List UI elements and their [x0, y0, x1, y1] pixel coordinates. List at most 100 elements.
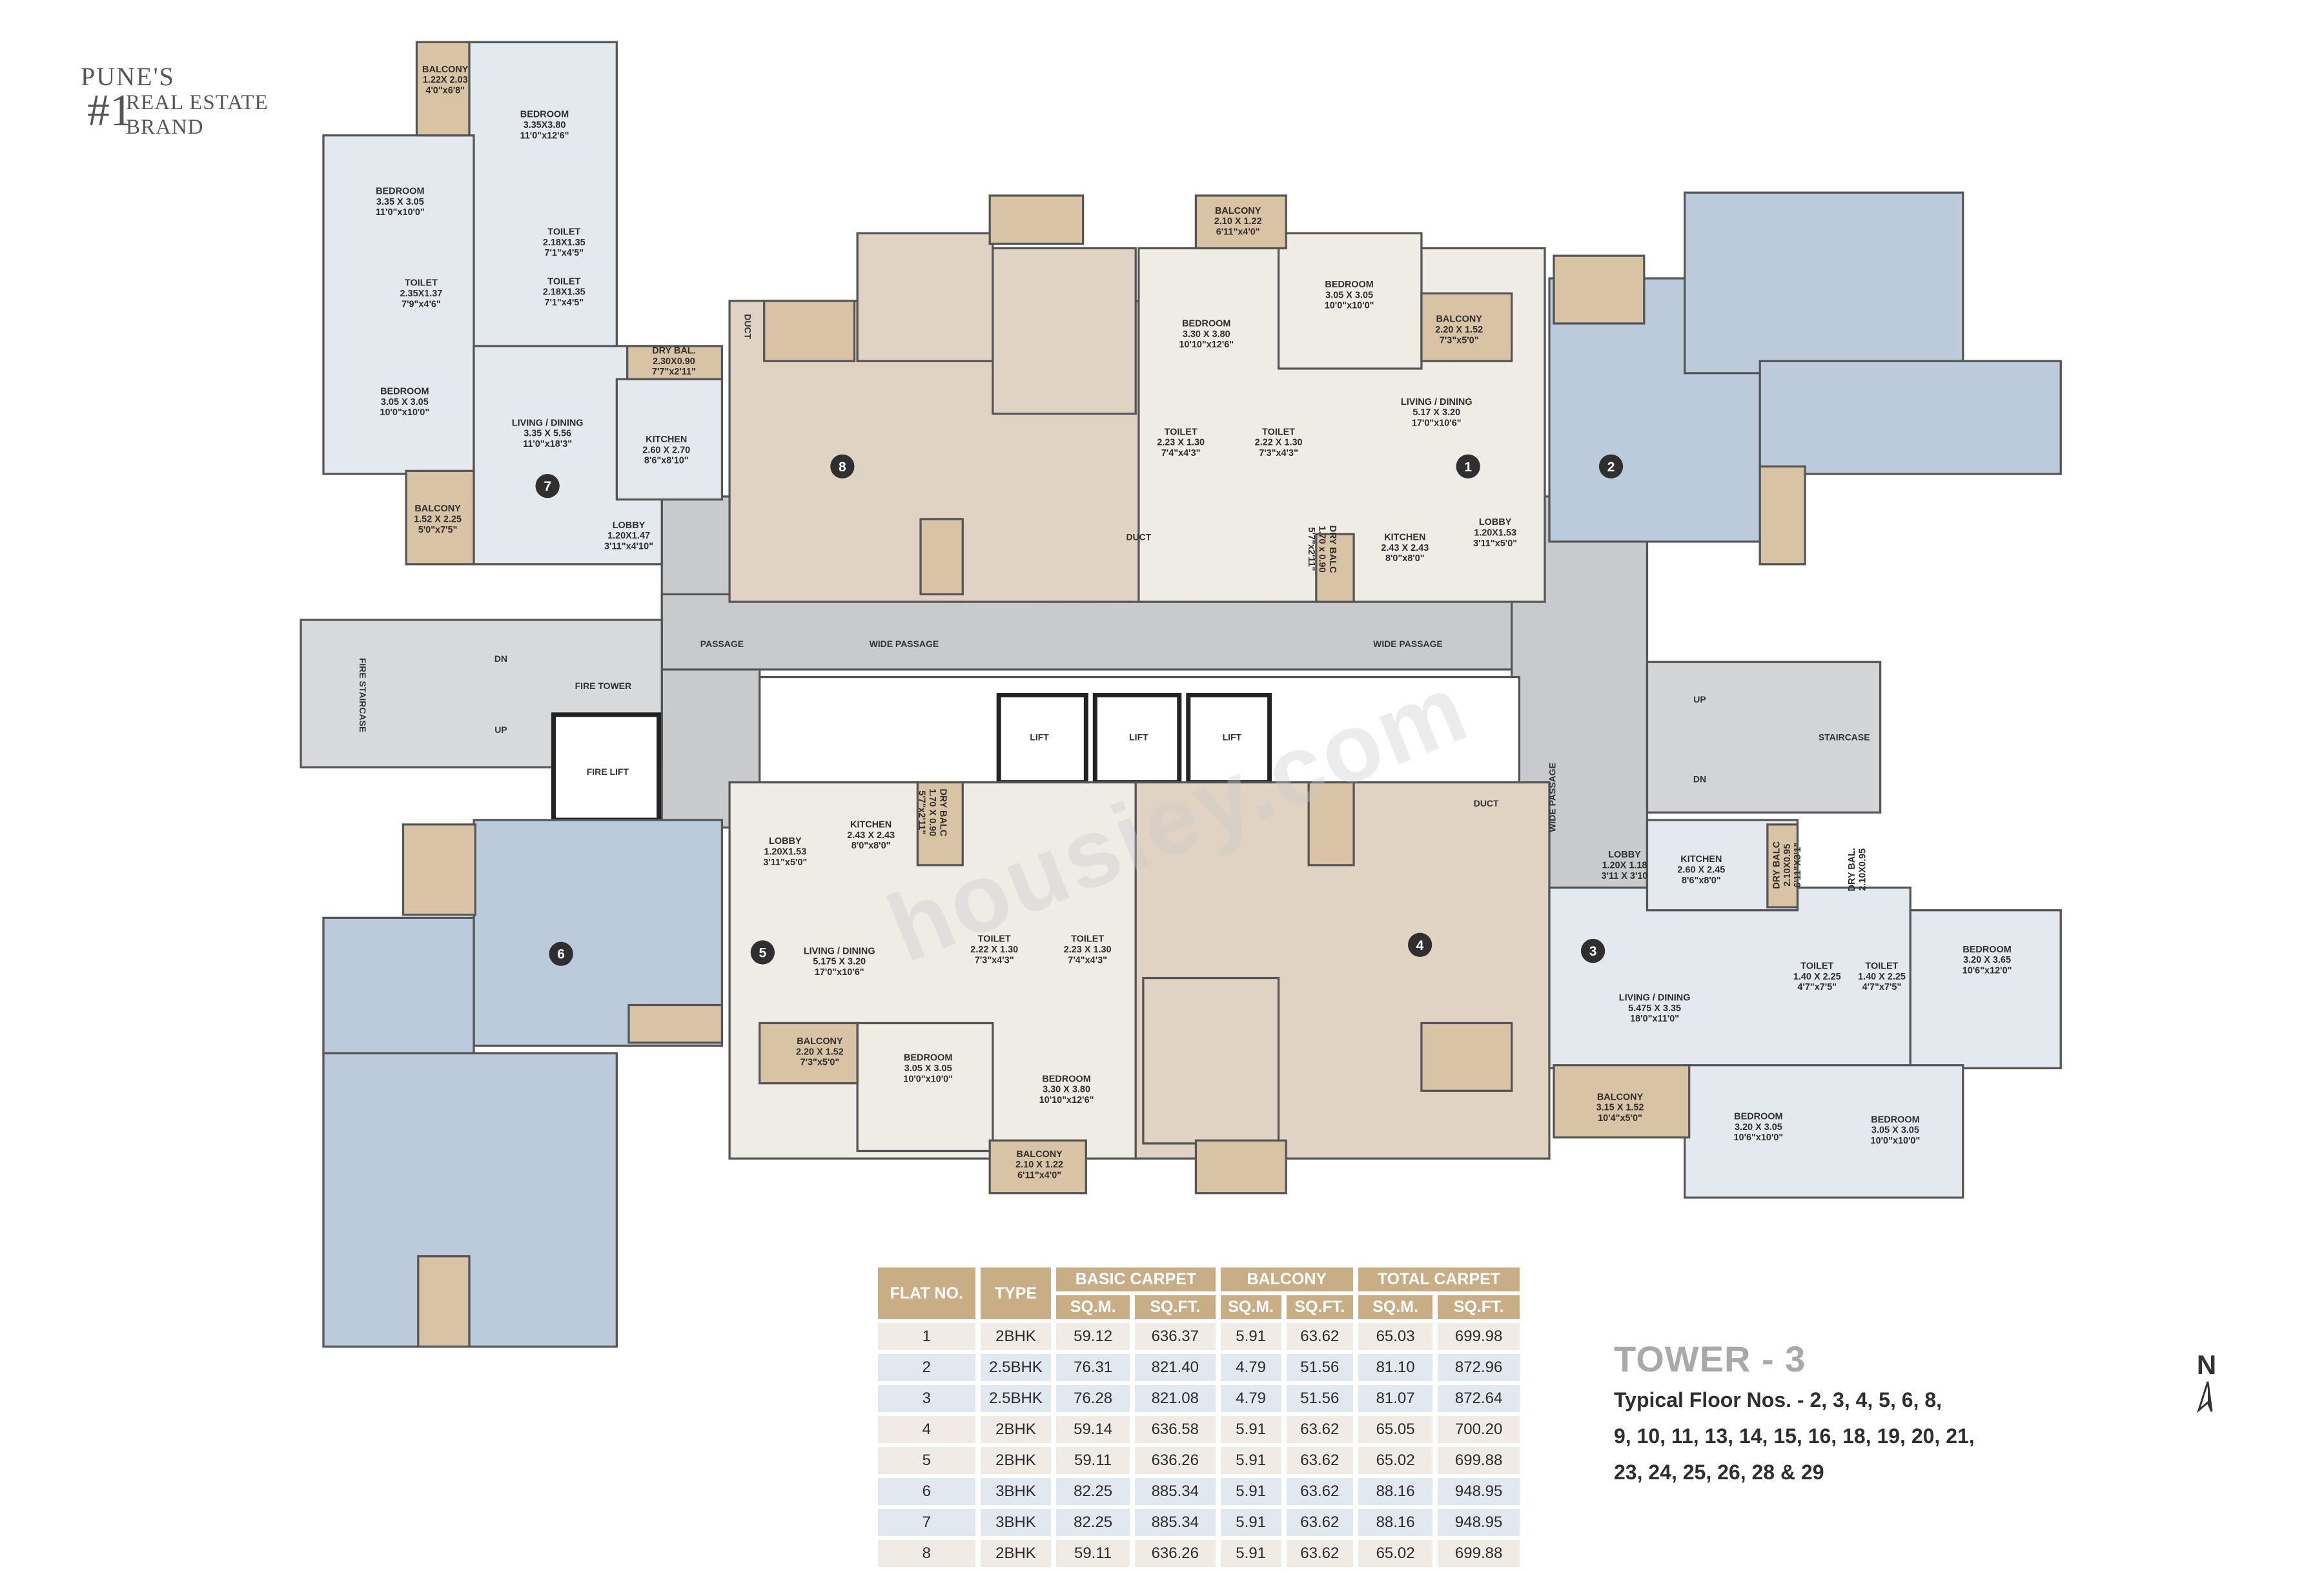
room-size-imperial: 18'0"x11'0" — [1630, 1014, 1679, 1024]
flat-3-living — [1548, 887, 1911, 1069]
room-size-imperial: 3'11"x4'10" — [604, 541, 653, 551]
area-label-fire-lift: FIRE LIFT — [587, 766, 629, 777]
cell-total-sqm: 88.16 — [1358, 1478, 1433, 1505]
north-indicator: N — [2194, 1350, 2219, 1416]
cell-basic-sqm: 76.28 — [1056, 1385, 1130, 1412]
room-name: DRY BAL. — [1847, 848, 1857, 891]
cell-type: 2.5BHK — [980, 1354, 1052, 1381]
flat-number-badge: 2 — [1598, 454, 1624, 478]
room-size-imperial: 3'11"x5'0" — [763, 857, 807, 868]
cell-flat: 7 — [878, 1509, 975, 1536]
room-size-imperial: 11'0"x10'0" — [376, 207, 425, 218]
room-name: BEDROOM — [1182, 319, 1230, 329]
brand-mark: #1 — [87, 86, 132, 136]
flat-number: 2 — [1607, 460, 1615, 475]
room-size-metric: 2.20 X 1.52 — [796, 1047, 844, 1057]
flat-2-bedroom — [1758, 360, 2062, 475]
header-total-carpet: TOTAL CARPET — [1358, 1268, 1520, 1291]
room-name: BALCONY — [414, 504, 461, 514]
cell-balc-sqm: 5.91 — [1220, 1447, 1281, 1474]
room-name: BEDROOM — [1734, 1112, 1782, 1122]
cell-basic-sqm: 59.14 — [1056, 1416, 1130, 1443]
room-size-imperial: 7'3"x4'3" — [975, 955, 1014, 965]
brand-logo: PUNE'S #1 REAL ESTATE BRAND — [81, 61, 268, 139]
tower-info: TOWER - 3 Typical Floor Nos. - 2, 3, 4, … — [1614, 1338, 1975, 1488]
flat-5-balcony — [759, 1022, 859, 1085]
cell-balc-sqm: 5.91 — [1220, 1509, 1281, 1536]
wide-passage — [660, 593, 1596, 671]
room-name: LIVING / DINING — [512, 418, 584, 428]
cell-balc-sqm: 5.91 — [1220, 1416, 1281, 1443]
area-label-duct: DUCT — [742, 314, 753, 339]
room-size-imperial: 5'0"x7'5" — [418, 525, 458, 535]
room-size-metric: 3.20 X 3.05 — [1735, 1122, 1782, 1133]
room-size-imperial: 7'7"x2'11" — [652, 367, 696, 377]
flat-1-dry-balcony — [1315, 533, 1355, 603]
room-size-metric: 2.10X0.95 — [1782, 844, 1793, 887]
flat-3-bedrooms — [1684, 1064, 1964, 1199]
room-label: DRY BALC1.70 x 0.905'7"x2'11" — [1306, 526, 1338, 573]
room-name: DRY BALC — [1327, 526, 1338, 573]
flat-number: 5 — [759, 945, 767, 960]
room-name: BEDROOM — [1325, 280, 1373, 290]
room-name: TOILET — [547, 276, 580, 287]
cell-total-sqm: 65.02 — [1358, 1540, 1433, 1567]
room-size-imperial: 7'9"x4'6" — [402, 299, 441, 309]
room-name: TOILET — [405, 278, 438, 289]
room-size-metric: 3.20 X 3.65 — [1963, 955, 2011, 965]
room-size-metric: 3.35 X 3.05 — [376, 197, 424, 207]
room-size-metric: 1.22X 2.03 — [423, 75, 468, 85]
room-size-metric: 2.10 X 1.22 — [1015, 1160, 1063, 1170]
room-size-metric: 1.20X 1.18 — [1602, 860, 1647, 870]
room-size-imperial: 10'10"x12'6" — [1179, 340, 1234, 350]
room-size-metric: 2.18X1.35 — [543, 238, 586, 248]
cell-basic-sqft: 636.37 — [1134, 1323, 1216, 1350]
flat-8-dry-balcony — [919, 518, 964, 596]
room-name: TOILET — [1865, 961, 1898, 972]
cell-total-sqft: 699.88 — [1438, 1447, 1520, 1474]
flat-5-bedroom — [856, 1022, 994, 1153]
area-label-lift: LIFT — [1129, 732, 1148, 742]
room-name: TOILET — [1165, 427, 1198, 437]
cell-total-sqm: 81.10 — [1358, 1354, 1433, 1381]
room-size-metric: 3.05 X 3.05 — [1325, 290, 1373, 300]
room-name: BEDROOM — [904, 1053, 952, 1063]
flat-number-circle — [750, 940, 775, 965]
room-name: LOBBY — [1608, 850, 1641, 860]
room-size-imperial: 10'0"x10'0" — [903, 1074, 953, 1084]
room-name: KITCHEN — [646, 435, 687, 445]
flat-4-dry-balcony — [1307, 781, 1355, 867]
room-size-metric: 2.60 X 2.45 — [1677, 865, 1725, 875]
room-label: DRY BALC2.10X0.956'11"X3'1" — [1772, 841, 1804, 888]
room-size-imperial: 10'10"x12'6" — [1039, 1095, 1094, 1105]
room-size-imperial: 7'3"x5'0" — [800, 1058, 840, 1068]
room-size-imperial: 10'0"x10'0" — [380, 407, 429, 418]
cell-basic-sqft: 821.08 — [1134, 1385, 1216, 1412]
cell-flat: 3 — [878, 1385, 975, 1412]
room-size-metric: 5.17 X 3.20 — [1412, 407, 1460, 418]
cell-type: 3BHK — [980, 1478, 1052, 1505]
cell-balc-sqm: 5.91 — [1220, 1478, 1281, 1505]
cell-flat: 2 — [878, 1354, 975, 1381]
room-name: BEDROOM — [520, 110, 569, 120]
room-name: KITCHEN — [1680, 854, 1722, 865]
flat-number-circle — [549, 941, 573, 966]
